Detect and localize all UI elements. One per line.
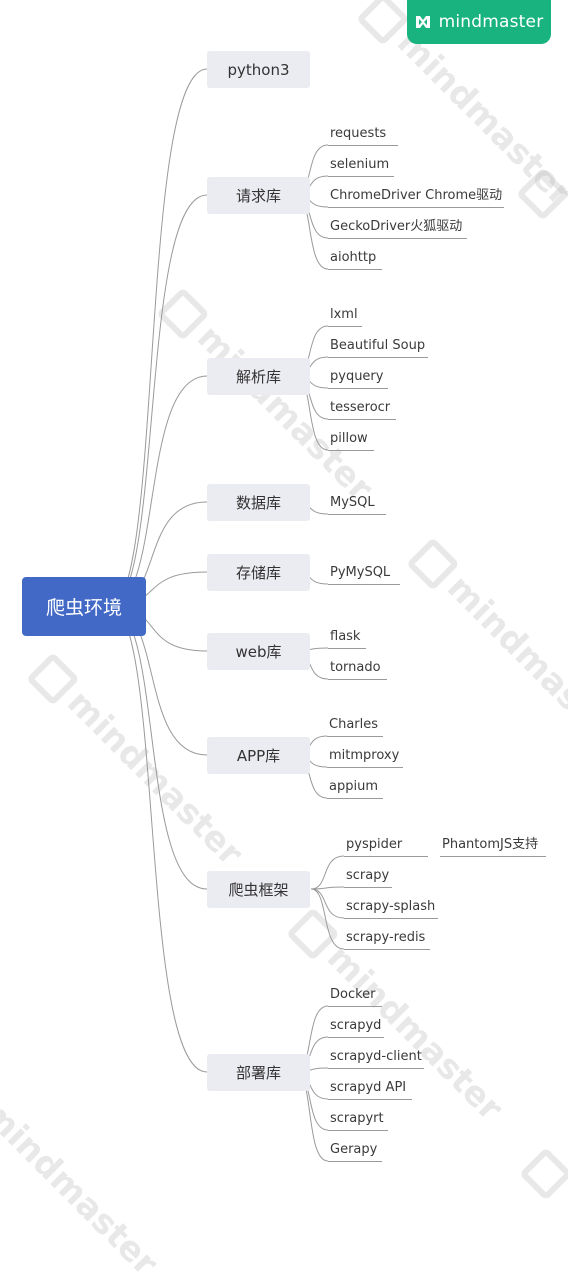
leaf-pyquery[interactable]: pyquery: [328, 369, 388, 389]
leaf-aiohttp[interactable]: aiohttp: [328, 250, 382, 270]
leaf-requests[interactable]: requests: [328, 126, 398, 146]
leaf-scrapyrt[interactable]: scrapyrt: [328, 1111, 388, 1131]
leaf-scrapy-redis[interactable]: scrapy-redis: [344, 930, 430, 950]
leaf-scrapyd-api[interactable]: scrapyd API: [328, 1080, 412, 1100]
branch-label: 爬虫框架: [228, 881, 289, 899]
branch-request[interactable]: 请求库: [207, 177, 310, 214]
branch-label: 数据库: [235, 494, 281, 512]
branch-storage[interactable]: 存储库: [207, 554, 310, 591]
leaf-scrapyd-client[interactable]: scrapyd-client: [328, 1049, 424, 1069]
leaf-connector-6-1: [310, 886, 345, 890]
leaf-pymysql[interactable]: PyMySQL: [328, 565, 400, 585]
leaf-lxml[interactable]: lxml: [328, 307, 362, 327]
leaf-connector-6-3: [310, 888, 345, 950]
branch-label: web库: [235, 643, 282, 661]
branch-framework[interactable]: 爬虫框架: [207, 871, 310, 908]
branch-app[interactable]: APP库: [207, 737, 310, 774]
leaf-chromedriver[interactable]: ChromeDriver Chrome驱动: [328, 188, 504, 208]
mindmaster-badge[interactable]: mindmaster: [407, 0, 551, 44]
leaf-mysql[interactable]: MySQL: [328, 495, 386, 515]
leaf-pillow[interactable]: pillow: [328, 431, 374, 451]
leaf-beautiful-soup[interactable]: Beautiful Soup: [328, 338, 428, 358]
leaf-appium[interactable]: appium: [327, 779, 383, 799]
branch-label: 请求库: [235, 187, 281, 205]
leaf-gerapy[interactable]: Gerapy: [328, 1142, 382, 1162]
leaf-connector-6-2: [310, 888, 345, 919]
root-node[interactable]: 爬虫环境: [22, 577, 146, 636]
leaf-flask[interactable]: flask: [328, 629, 366, 649]
leaf-selenium[interactable]: selenium: [328, 157, 394, 177]
branch-label: 部署库: [235, 1064, 281, 1082]
leaf-docker[interactable]: Docker: [328, 987, 382, 1007]
branch-database[interactable]: 数据库: [207, 484, 310, 521]
root-connector-1: [109, 194, 208, 607]
leaf-tesserocr[interactable]: tesserocr: [328, 400, 396, 420]
branch-deploy[interactable]: 部署库: [207, 1054, 310, 1091]
branch-label: python3: [227, 60, 290, 79]
mindmaster-logo-icon: [415, 15, 431, 29]
branch-label: 存储库: [235, 564, 281, 582]
leaf-scrapy-splash[interactable]: scrapy-splash: [344, 899, 438, 919]
leaf-connector-6-0: [310, 855, 345, 890]
leaf-scrapyd[interactable]: scrapyd: [328, 1018, 384, 1038]
leaf-phantomjs[interactable]: PhantomJS支持: [440, 837, 546, 857]
root-connector-7: [109, 605, 208, 890]
badge-label: mindmaster: [438, 12, 544, 32]
leaf-tornado[interactable]: tornado: [328, 660, 387, 680]
root-connector-8: [109, 605, 208, 1073]
leaf-scrapy[interactable]: scrapy: [344, 868, 392, 888]
branch-web[interactable]: web库: [207, 633, 310, 670]
root-connector-0: [109, 68, 208, 607]
branch-label: APP库: [236, 747, 281, 765]
root-label: 爬虫环境: [45, 597, 122, 619]
leaf-geckodriver[interactable]: GeckoDriver火狐驱动: [328, 219, 467, 239]
leaf-mitmproxy[interactable]: mitmproxy: [327, 748, 403, 768]
root-connector-2: [109, 375, 208, 607]
leaf-charles[interactable]: Charles: [327, 717, 383, 737]
branch-parse[interactable]: 解析库: [207, 358, 310, 395]
branch-label: 解析库: [235, 368, 281, 386]
branch-python3[interactable]: python3: [207, 51, 310, 88]
leaf-pyspider[interactable]: pyspider: [344, 837, 428, 857]
